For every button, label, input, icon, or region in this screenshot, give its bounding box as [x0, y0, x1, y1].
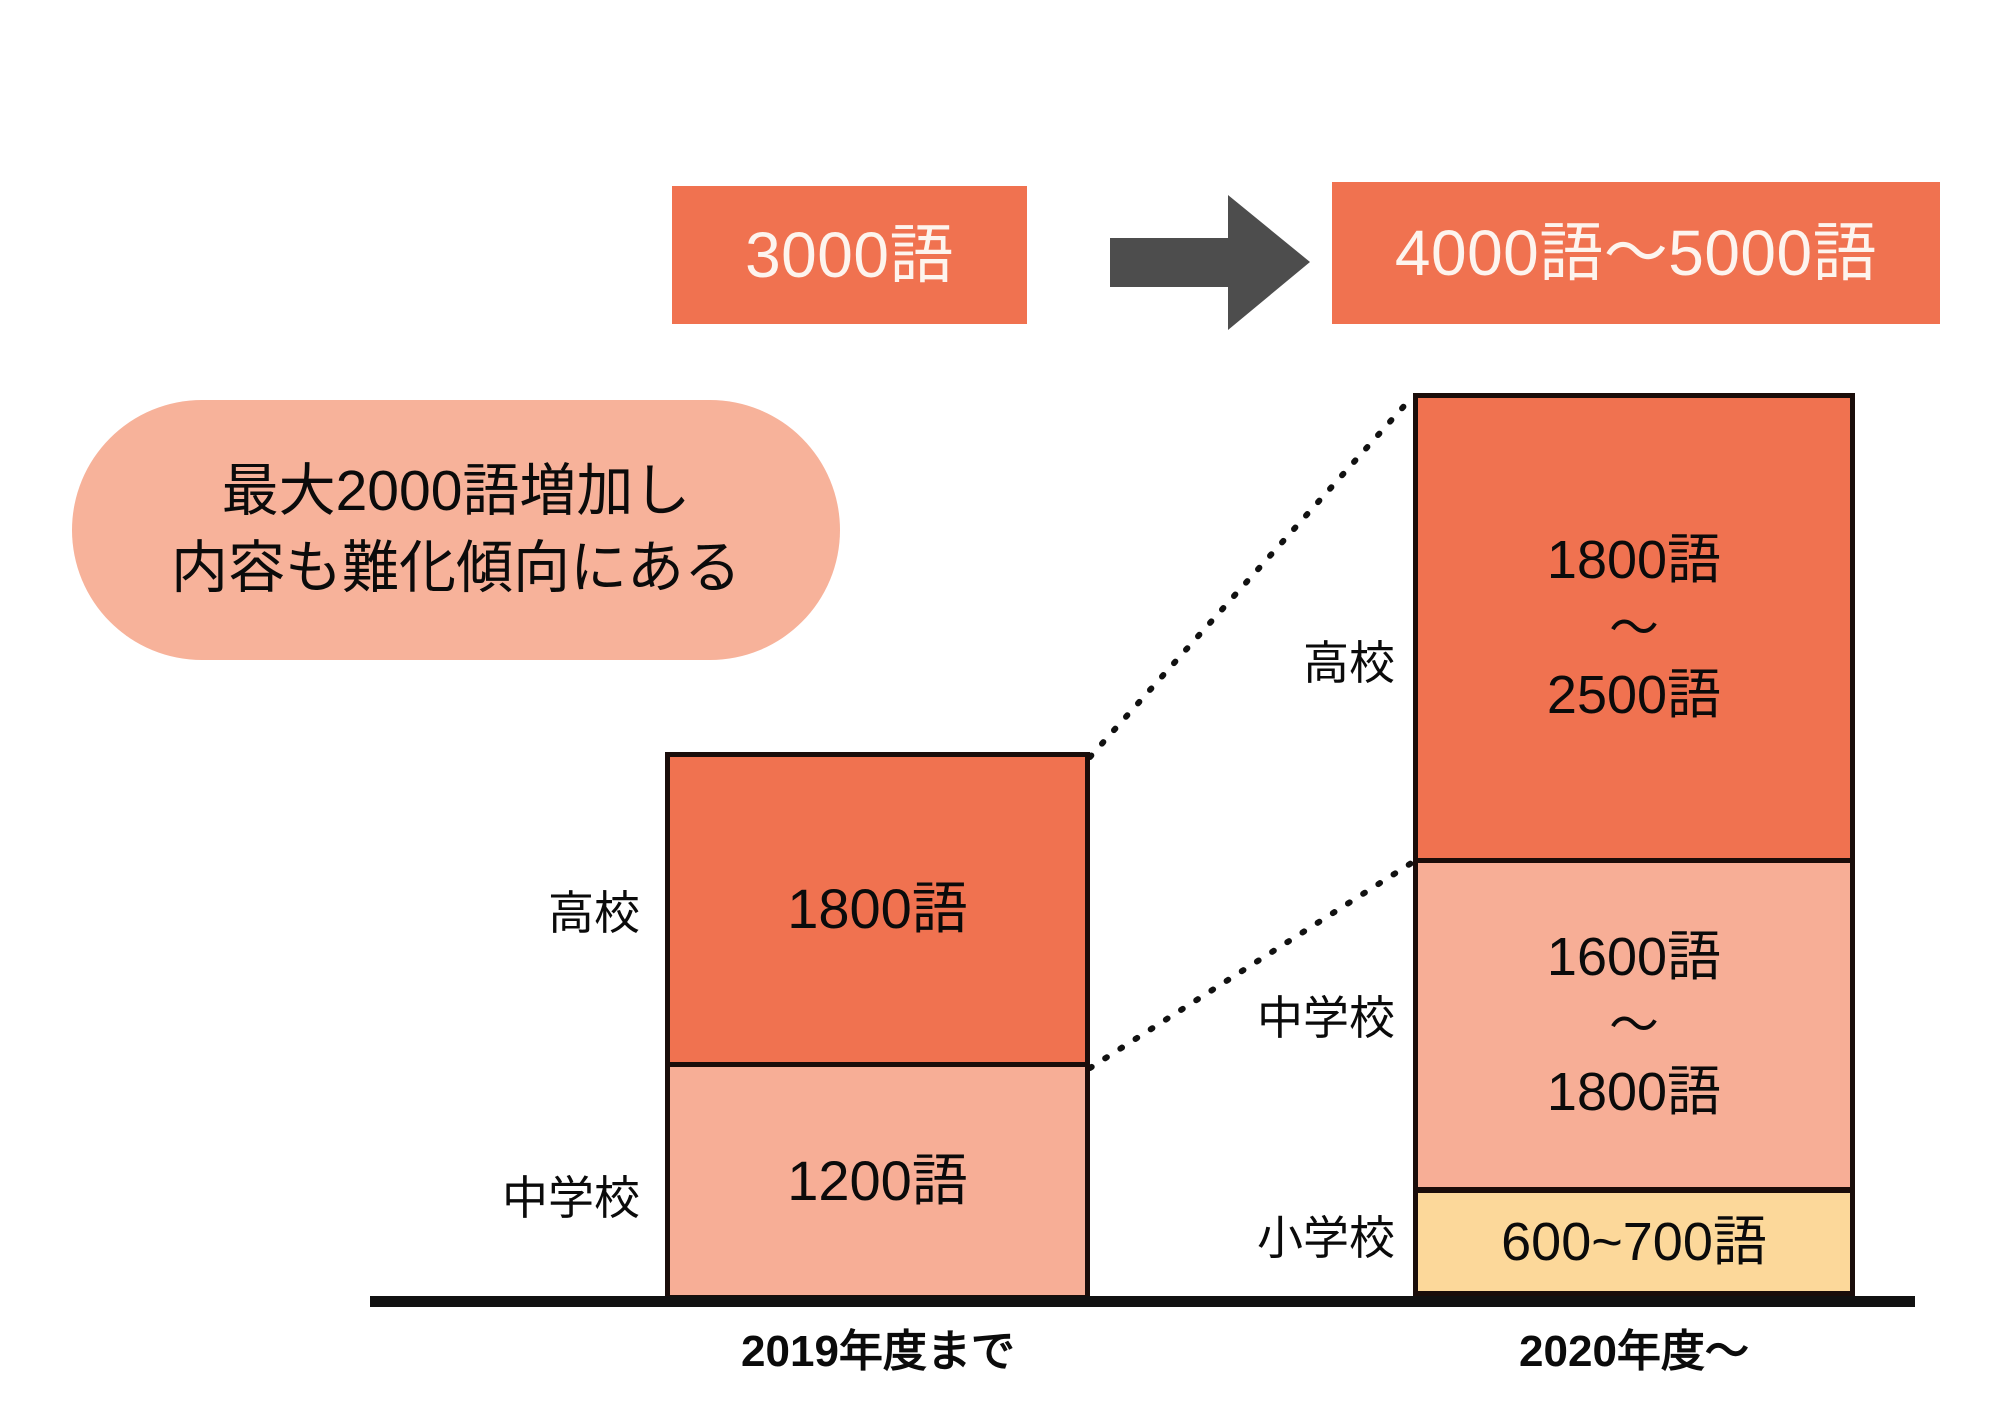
right-bar-segment-shougaku: 600~700語	[1413, 1188, 1855, 1296]
right-bar-value-chugaku-bottom: 1800語	[1546, 1062, 1722, 1123]
right-bar-tilde-chugaku: ～	[1609, 996, 1659, 1053]
left-bar-value-chugaku: 1200語	[787, 1148, 968, 1212]
total-after-label: 4000語～5000語	[1394, 217, 1878, 289]
annotation-callout: 最大2000語増加し 内容も難化傾向にある	[72, 400, 840, 660]
right-bar-value-chugaku-top: 1600語	[1546, 927, 1722, 988]
total-before-label: 3000語	[745, 219, 954, 291]
callout-line-2: 内容も難化傾向にある	[171, 536, 741, 600]
right-arrow-icon	[1110, 195, 1310, 330]
right-bar-value-koukou-bottom: 2500語	[1546, 665, 1722, 726]
right-bar-tilde-koukou: ～	[1609, 599, 1659, 656]
right-bar-category-koukou: 高校	[1303, 637, 1395, 689]
right-bar-category-chugaku: 中学校	[1257, 992, 1395, 1044]
right-bar-segment-koukou: 1800語 ～ 2500語	[1413, 393, 1855, 863]
connector-line-koukou	[1087, 393, 1416, 760]
right-bar-value-shougaku: 600~700語	[1501, 1211, 1767, 1272]
axis-label-right: 2020年度～	[1519, 1327, 1749, 1376]
callout-line-1: 最大2000語増加し	[221, 459, 691, 524]
left-bar-segment-chugaku: 1200語	[665, 1062, 1090, 1300]
left-bar-category-koukou: 高校	[548, 887, 640, 939]
right-bar-segment-chugaku: 1600語 ～ 1800語	[1413, 858, 1855, 1192]
total-before-banner: 3000語	[672, 186, 1027, 324]
axis-baseline	[370, 1296, 1915, 1307]
left-bar-segment-koukou: 1800語	[665, 752, 1090, 1067]
right-bar-value-koukou-top: 1800語	[1546, 530, 1722, 591]
left-bar-value-koukou: 1800語	[787, 877, 968, 941]
axis-label-left: 2019年度まで	[741, 1327, 1015, 1376]
total-after-banner: 4000語～5000語	[1332, 182, 1940, 324]
right-bar-category-shougaku: 小学校	[1257, 1212, 1395, 1264]
left-bar-category-chugaku: 中学校	[502, 1172, 640, 1224]
